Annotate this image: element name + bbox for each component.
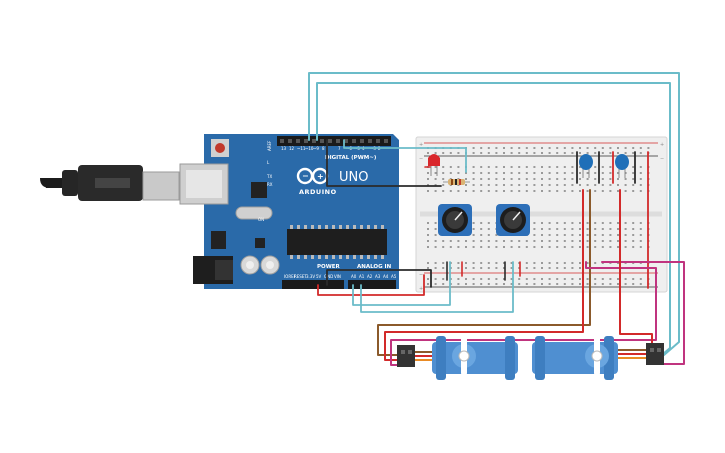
- wire-magenta-servo-left: [601, 261, 685, 365]
- svg-text:~10: ~10: [305, 146, 314, 151]
- svg-text:8: 8: [322, 146, 325, 151]
- aref-label: AREF: [267, 140, 272, 151]
- svg-text:−: −: [419, 272, 423, 278]
- breadboard: + − + − − +: [415, 136, 668, 293]
- usb-cable-icon: [40, 165, 180, 201]
- red-led: [428, 154, 440, 176]
- analog-header: [348, 280, 396, 289]
- digital-pwm-label: DIGITAL (PWM~): [325, 155, 377, 161]
- svg-text:12: 12: [289, 146, 295, 151]
- servo-connector: [646, 343, 664, 365]
- atmega-chip: [287, 229, 387, 255]
- svg-text:~11: ~11: [297, 146, 306, 151]
- crystal: [235, 206, 273, 220]
- l-label: L: [267, 160, 270, 165]
- svg-text:−: −: [302, 172, 309, 181]
- wire-teal-inner: [316, 82, 671, 361]
- svg-text:+: +: [419, 286, 423, 292]
- wire-teal-led: [343, 139, 467, 173]
- servo-left: [397, 336, 518, 380]
- wire-teal-a1: [360, 261, 514, 313]
- blue-capacitor-right: [615, 154, 629, 178]
- svg-text:−: −: [419, 156, 423, 162]
- rx-label: RX: [267, 182, 273, 187]
- svg-text:VIN: VIN: [334, 274, 341, 279]
- wire-black-gnd-bottom: [326, 269, 432, 288]
- servo-right: [532, 336, 664, 380]
- svg-text:−: −: [660, 156, 664, 162]
- blue-capacitor-left: [579, 154, 593, 178]
- svg-text:A5: A5: [391, 274, 397, 279]
- uno-label: UNO: [339, 170, 368, 185]
- svg-text:5V: 5V: [316, 274, 322, 279]
- analog-in-label: ANALOG IN: [357, 264, 392, 270]
- potentiometer-left: [438, 204, 472, 236]
- power-header: [282, 280, 344, 289]
- svg-text:7: 7: [338, 146, 341, 151]
- svg-text:13: 13: [281, 146, 287, 151]
- tx-label: TX: [266, 174, 272, 179]
- svg-text:A3: A3: [375, 274, 381, 279]
- on-label: ON: [258, 217, 264, 222]
- wire-teal-outer: [308, 72, 680, 356]
- svg-text:GND: GND: [324, 274, 333, 279]
- svg-text:+: +: [419, 142, 423, 148]
- svg-text:A4: A4: [383, 274, 389, 279]
- svg-text:RESET: RESET: [294, 274, 307, 279]
- svg-text:A1: A1: [359, 274, 365, 279]
- wires: [308, 72, 685, 366]
- svg-text:A2: A2: [367, 274, 373, 279]
- arduino-brand-label: ARDUINO: [299, 188, 337, 196]
- svg-text:+: +: [660, 142, 664, 148]
- svg-text:+: +: [317, 172, 324, 181]
- potentiometer-right: [496, 204, 530, 236]
- wire-red-servo: [384, 189, 584, 361]
- wire-red-5v: [317, 274, 425, 296]
- servo-connector: [397, 345, 415, 367]
- digital-header: [277, 136, 391, 146]
- wire-magenta-servo-right: [390, 261, 657, 366]
- svg-text:~9: ~9: [313, 146, 319, 151]
- svg-text:IOREF: IOREF: [284, 274, 297, 279]
- wire-teal-a0: [352, 261, 451, 306]
- svg-text:A0: A0: [351, 274, 357, 279]
- resistor: [443, 179, 470, 185]
- svg-text:3.3V: 3.3V: [306, 274, 315, 279]
- power-label: POWER: [317, 264, 341, 270]
- wire-black-gnd: [326, 139, 442, 187]
